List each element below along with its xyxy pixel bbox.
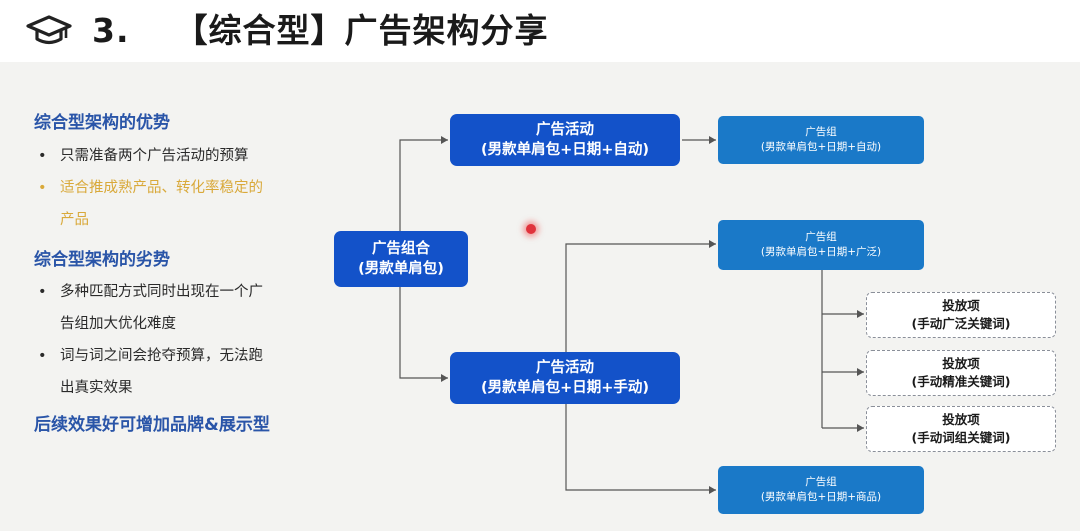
- arrowhead: [709, 136, 716, 144]
- disadvantage-text: 多种匹配方式同时出现在一个广 告组加大优化难度: [60, 284, 263, 332]
- bullet-dot: •: [38, 148, 47, 164]
- disadvantage-text: 词与词之间会抢夺预算，无法跑 出真实效果: [60, 348, 263, 396]
- laser-pointer-dot: [526, 224, 536, 234]
- title-text: 【综合型】广告架构分享: [174, 11, 549, 50]
- node-target-phrase: 投放项 (手动词组关键词): [866, 406, 1056, 452]
- node-portfolio: 广告组合 (男款单肩包): [334, 231, 468, 287]
- connector-root-manual: [399, 286, 448, 379]
- advantages-heading: 综合型架构的优势: [34, 113, 170, 133]
- node-adgroup-broad: 广告组 (男款单肩包+日期+广泛): [718, 220, 924, 270]
- node-campaign-manual: 广告活动 (男款单肩包+日期+手动): [450, 352, 680, 404]
- bullet-dot: •: [38, 284, 47, 300]
- node-adgroup-auto: 广告组 (男款单肩包+日期+自动): [718, 116, 924, 164]
- title-number: 3.: [92, 11, 130, 50]
- connector-root-auto: [399, 139, 448, 232]
- arrowhead: [441, 374, 448, 382]
- connector-manual-product: [565, 404, 716, 491]
- bullet-dot: •: [38, 180, 47, 196]
- node-adgroup-product: 广告组 (男款单肩包+日期+商品): [718, 466, 924, 514]
- advantage-text: 适合推成熟产品、转化率稳定的 产品: [60, 180, 263, 228]
- connector-manual-broad: [565, 243, 716, 352]
- arrowhead: [857, 310, 864, 318]
- advantage-text: 只需准备两个广告活动的预算: [60, 148, 249, 164]
- title-bar: 3. 【综合型】广告架构分享: [0, 0, 1080, 62]
- page-title: 3. 【综合型】广告架构分享: [92, 6, 549, 56]
- disadvantages-heading: 综合型架构的劣势: [34, 250, 170, 270]
- footer-note: 后续效果好可增加品牌&展示型: [34, 415, 270, 435]
- graduation-cap-icon: [26, 15, 72, 45]
- bullet-dot: •: [38, 348, 47, 364]
- arrowhead: [857, 424, 864, 432]
- node-target-broad: 投放项 (手动广泛关键词): [866, 292, 1056, 338]
- arrowhead: [857, 368, 864, 376]
- arrowhead: [709, 486, 716, 494]
- node-campaign-auto: 广告活动 (男款单肩包+日期+自动): [450, 114, 680, 166]
- node-target-exact: 投放项 (手动精准关键词): [866, 350, 1056, 396]
- arrowhead: [709, 240, 716, 248]
- arrowhead: [441, 136, 448, 144]
